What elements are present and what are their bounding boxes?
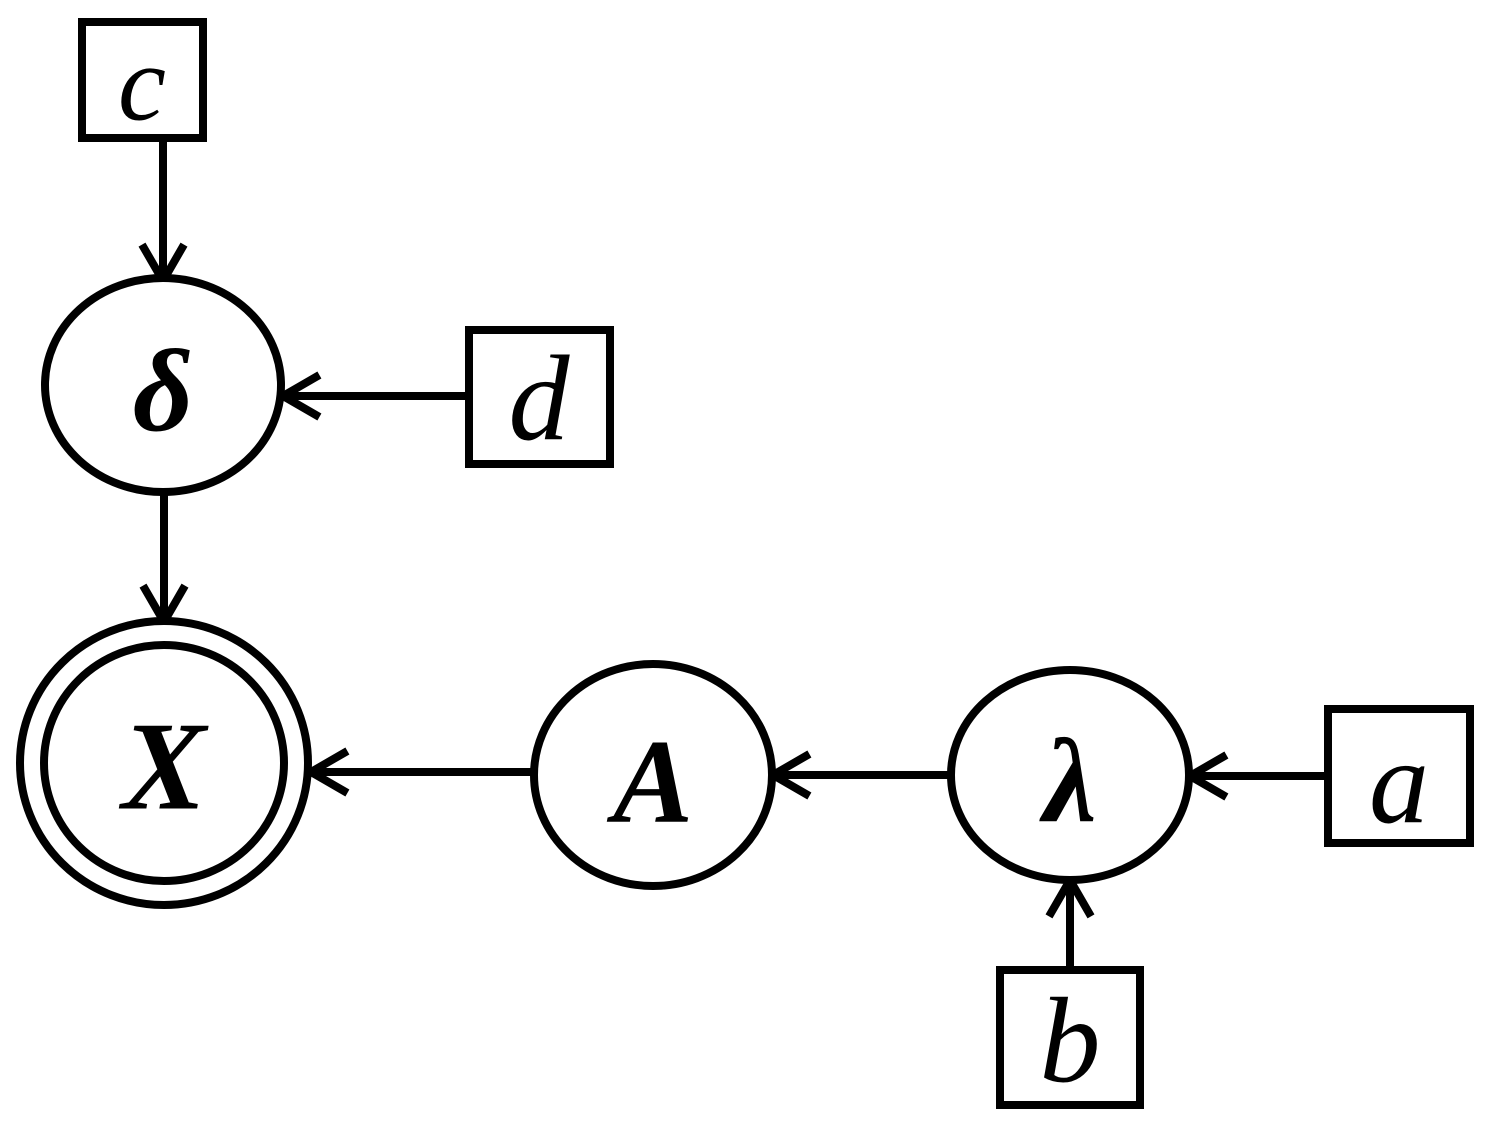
node-lambda-label: λ [1038,715,1096,848]
node-a-hyper-square[interactable] [1324,705,1474,847]
node-x-label: X [118,698,209,837]
edge-delta-to-x [139,490,189,631]
node-lambda-circle[interactable] [947,666,1193,884]
node-a[interactable]: A [530,660,776,890]
node-d-label: d [509,332,571,467]
node-a-hyper-label: a [1369,716,1429,849]
node-x[interactable]: X [16,617,312,909]
node-c[interactable]: c [78,18,207,144]
node-b-label: b [1040,974,1101,1109]
node-delta-circle[interactable] [41,274,285,496]
node-x-inner-circle [40,641,288,885]
node-d[interactable]: d [465,326,614,468]
node-c-square[interactable] [78,18,207,142]
node-d-square[interactable] [465,326,614,468]
node-delta-label: δ [133,326,193,457]
edge-a-to-x [302,747,534,797]
node-x-outer-circle[interactable] [16,617,312,909]
edge-d-to-delta [274,371,469,421]
node-b-square[interactable] [996,966,1144,1109]
edge-b-to-lambda [1045,871,1095,970]
nodes-layer: c δ d X A [16,18,1474,1109]
edge-c-to-delta [138,140,188,290]
node-a-hyper[interactable]: a [1324,705,1474,849]
node-lambda[interactable]: λ [947,666,1193,884]
node-c-label: c [118,25,166,144]
node-a-label: A [606,715,693,848]
node-b[interactable]: b [996,966,1144,1109]
edge-lambda-to-a [764,750,951,800]
node-a-circle[interactable] [530,660,776,890]
node-delta[interactable]: δ [41,274,285,496]
edge-a-hyper-to-lambda [1181,751,1328,801]
